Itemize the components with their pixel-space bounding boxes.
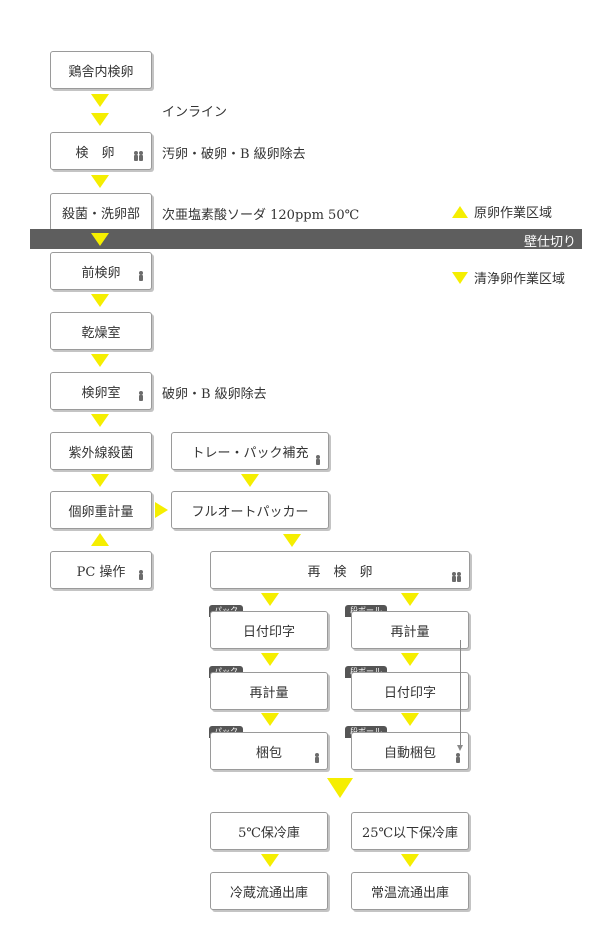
flow-arrow-up [91, 533, 109, 546]
box-label: 鶏舎内検卵 [68, 64, 134, 80]
box-pack-date-print: 日付印字 [210, 611, 328, 649]
legend-label: 原卵作業区域 [474, 206, 553, 221]
person-icon [456, 753, 460, 763]
box-label: 自動梱包 [383, 745, 436, 761]
box-uv-sterilize: 紫外線殺菌 [50, 432, 152, 470]
box-inspection-room: 検卵室 [50, 372, 152, 410]
box-pre-inspection: 前検卵 [50, 252, 152, 290]
box-carton-auto-packing: 自動梱包 [351, 732, 469, 770]
box-label: 日付印字 [242, 624, 295, 640]
flow-arrow-down [91, 474, 109, 487]
box-label: 常温流通出庫 [370, 885, 449, 901]
legend-label: 清浄卵作業区域 [474, 272, 566, 287]
box-cold-storage-25c: 25℃以下保冷庫 [351, 812, 469, 850]
box-label: 日付印字 [383, 685, 436, 701]
person-icon [315, 753, 319, 763]
box-inspection: 検 卵 [50, 132, 152, 170]
box-label: 前検卵 [81, 265, 121, 281]
person-icon [134, 151, 143, 161]
triangle-down-icon [452, 271, 468, 284]
flow-arrow-down [91, 113, 109, 126]
box-label: 25℃以下保冷庫 [361, 825, 459, 841]
flow-arrow-down [91, 175, 109, 188]
flow-arrow-down [91, 233, 109, 246]
flow-arrow-down [401, 713, 419, 726]
box-pc-operation: PC 操作 [50, 551, 152, 589]
box-egg-check-in-house: 鶏舎内検卵 [50, 51, 152, 89]
box-re-inspection: 再 検 卵 [210, 551, 470, 589]
box-full-auto-packer: フルオートパッカー [171, 491, 329, 529]
flow-arrow-down [241, 474, 259, 487]
flow-arrow-down [261, 713, 279, 726]
box-label: 再計量 [249, 685, 289, 701]
box-label: 冷蔵流通出庫 [229, 885, 308, 901]
note-remove-broken: 破卵・B 級卵除去 [162, 387, 267, 402]
flow-arrow-down [91, 294, 109, 307]
box-label: 検卵室 [81, 385, 121, 401]
box-label: 5℃保冷庫 [238, 825, 300, 841]
box-drying-room: 乾燥室 [50, 312, 152, 350]
person-icon [139, 391, 143, 401]
box-label: トレー・パック補充 [191, 445, 309, 461]
box-label: 再計量 [390, 624, 430, 640]
box-label: 紫外線殺菌 [68, 445, 134, 461]
box-label: 個卵重計量 [68, 504, 134, 520]
flow-arrow-down [91, 414, 109, 427]
flow-arrow-down [261, 854, 279, 867]
box-carton-reweigh: 再計量 [351, 611, 469, 649]
note-remove-dirty: 汚卵・破卵・B 級卵除去 [162, 147, 306, 162]
person-icon [316, 455, 320, 465]
box-tray-pack-refill: トレー・パック補充 [171, 432, 329, 470]
box-individual-weigh: 個卵重計量 [50, 491, 152, 529]
wall-label: 壁仕切り [523, 235, 576, 250]
note-inline: インライン [162, 105, 228, 120]
box-sterilize-wash: 殺菌・洗卵部 [50, 193, 152, 231]
flow-arrow-down [91, 94, 109, 107]
flow-arrow-down [401, 653, 419, 666]
box-label: 梱包 [255, 745, 282, 761]
note-chlorite: 次亜塩素酸ソーダ 120ppm 50℃ [162, 208, 360, 223]
flow-arrow-down [283, 534, 301, 547]
legend-raw-area: 原卵作業区域 [452, 202, 552, 221]
box-pack-packing: 梱包 [210, 732, 328, 770]
legend-clean-area: 清浄卵作業区域 [452, 268, 565, 287]
wall-partition: 壁仕切り [30, 229, 582, 250]
box-pack-reweigh: 再計量 [210, 672, 328, 710]
connector-line [460, 640, 461, 748]
flow-arrow-down [401, 854, 419, 867]
box-cold-storage-5c: 5℃保冷庫 [210, 812, 328, 850]
box-label: 再 検 卵 [307, 564, 373, 580]
box-label: 乾燥室 [81, 325, 121, 341]
box-label: PC 操作 [76, 564, 126, 580]
flow-arrow-down [261, 593, 279, 606]
person-icon [139, 570, 143, 580]
flow-arrow-down-large [327, 778, 353, 798]
box-carton-date-print: 日付印字 [351, 672, 469, 710]
box-label: フルオートパッカー [191, 504, 309, 520]
flow-arrow-right [155, 502, 168, 518]
flow-arrow-down [91, 354, 109, 367]
box-label: 殺菌・洗卵部 [61, 206, 140, 222]
person-icon [139, 271, 143, 281]
connector-arrowhead [457, 745, 463, 751]
box-label: 検 卵 [75, 145, 115, 161]
box-ambient-ship: 常温流通出庫 [351, 872, 469, 910]
person-icon [452, 572, 461, 582]
triangle-up-icon [452, 205, 468, 218]
box-refrigerated-ship: 冷蔵流通出庫 [210, 872, 328, 910]
flow-arrow-down [261, 653, 279, 666]
flow-arrow-down [401, 593, 419, 606]
